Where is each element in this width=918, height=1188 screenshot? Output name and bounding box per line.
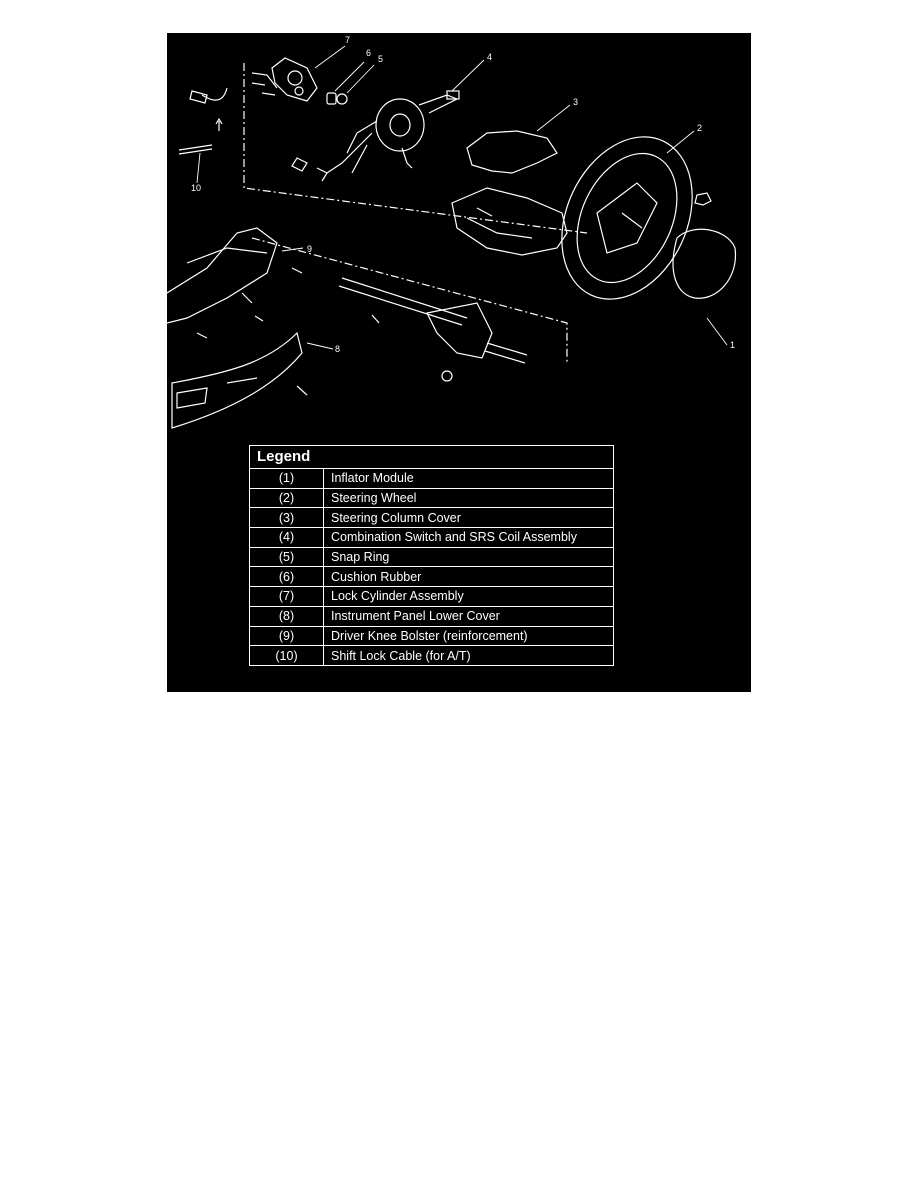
inflator-module [672,228,737,299]
legend-row: (4) Combination Switch and SRS Coil Asse… [249,527,614,548]
legend-number: (1) [249,468,324,489]
legend-label: Steering Column Cover [323,507,614,529]
callout-10: 10 [191,183,201,193]
callout-7: 7 [345,35,350,45]
legend-number: (5) [249,546,324,568]
legend-number: (7) [249,586,324,607]
steering-wheel [561,136,712,300]
legend-row: (3) Steering Column Cover [249,507,614,529]
exploded-diagram-figure: 1 2 3 4 5 6 7 8 9 10 Legend (1) Inflator… [167,33,751,692]
legend-row: (8) Instrument Panel Lower Cover [249,605,614,627]
legend-label: Shift Lock Cable (for A/T) [323,645,614,666]
callout-3: 3 [573,97,578,107]
legend-table: Legend (1) Inflator Module (2) Steering … [249,445,614,666]
legend-number: (8) [249,605,324,627]
legend-number: (10) [249,645,324,666]
legend-label: Lock Cylinder Assembly [323,586,614,607]
callout-leaders [196,45,728,350]
legend-row: (10) Shift Lock Cable (for A/T) [249,645,614,666]
steering-column-shaft [338,277,528,382]
legend-number: (9) [249,625,324,647]
instrument-panel-lower-cover [171,331,308,429]
legend-row: (5) Snap Ring [249,546,614,568]
legend-label: Cushion Rubber [323,566,614,588]
legend-number: (2) [249,487,324,509]
legend-row: (7) Lock Cylinder Assembly [249,586,614,607]
legend-row: (9) Driver Knee Bolster (reinforcement) [249,625,614,647]
legend-number: (6) [249,566,324,588]
shift-lock-cable [178,117,223,155]
legend-label: Combination Switch and SRS Coil Assembly [323,527,614,548]
legend-header-row: Legend [249,445,614,469]
legend-label: Instrument Panel Lower Cover [323,605,614,627]
callout-6: 6 [366,48,371,58]
legend-label: Driver Knee Bolster (reinforcement) [323,625,614,647]
callout-1: 1 [730,340,735,350]
legend-label: Steering Wheel [323,487,614,509]
legend-number: (4) [249,527,324,548]
exploded-view-drawing: 1 2 3 4 5 6 7 8 9 10 [167,35,737,429]
driver-knee-bolster [167,227,303,339]
legend-label: Snap Ring [323,546,614,568]
snap-ring [336,93,348,105]
cushion-rubber [326,92,337,105]
lock-cylinder-assembly [189,57,318,104]
callout-8: 8 [335,344,340,354]
assembly-centerline [243,63,588,234]
callout-9: 9 [307,244,312,254]
column-centerline [251,237,568,363]
legend-row: (1) Inflator Module [249,468,614,489]
legend-title: Legend [249,445,614,469]
legend-label: Inflator Module [323,468,614,489]
legend-row: (2) Steering Wheel [249,487,614,509]
callout-5: 5 [378,54,383,64]
legend-number: (3) [249,507,324,529]
callout-4: 4 [487,52,492,62]
combination-switch-srs-coil [291,90,460,182]
steering-column-cover [451,130,568,256]
legend-row: (6) Cushion Rubber [249,566,614,588]
callout-2: 2 [697,123,702,133]
